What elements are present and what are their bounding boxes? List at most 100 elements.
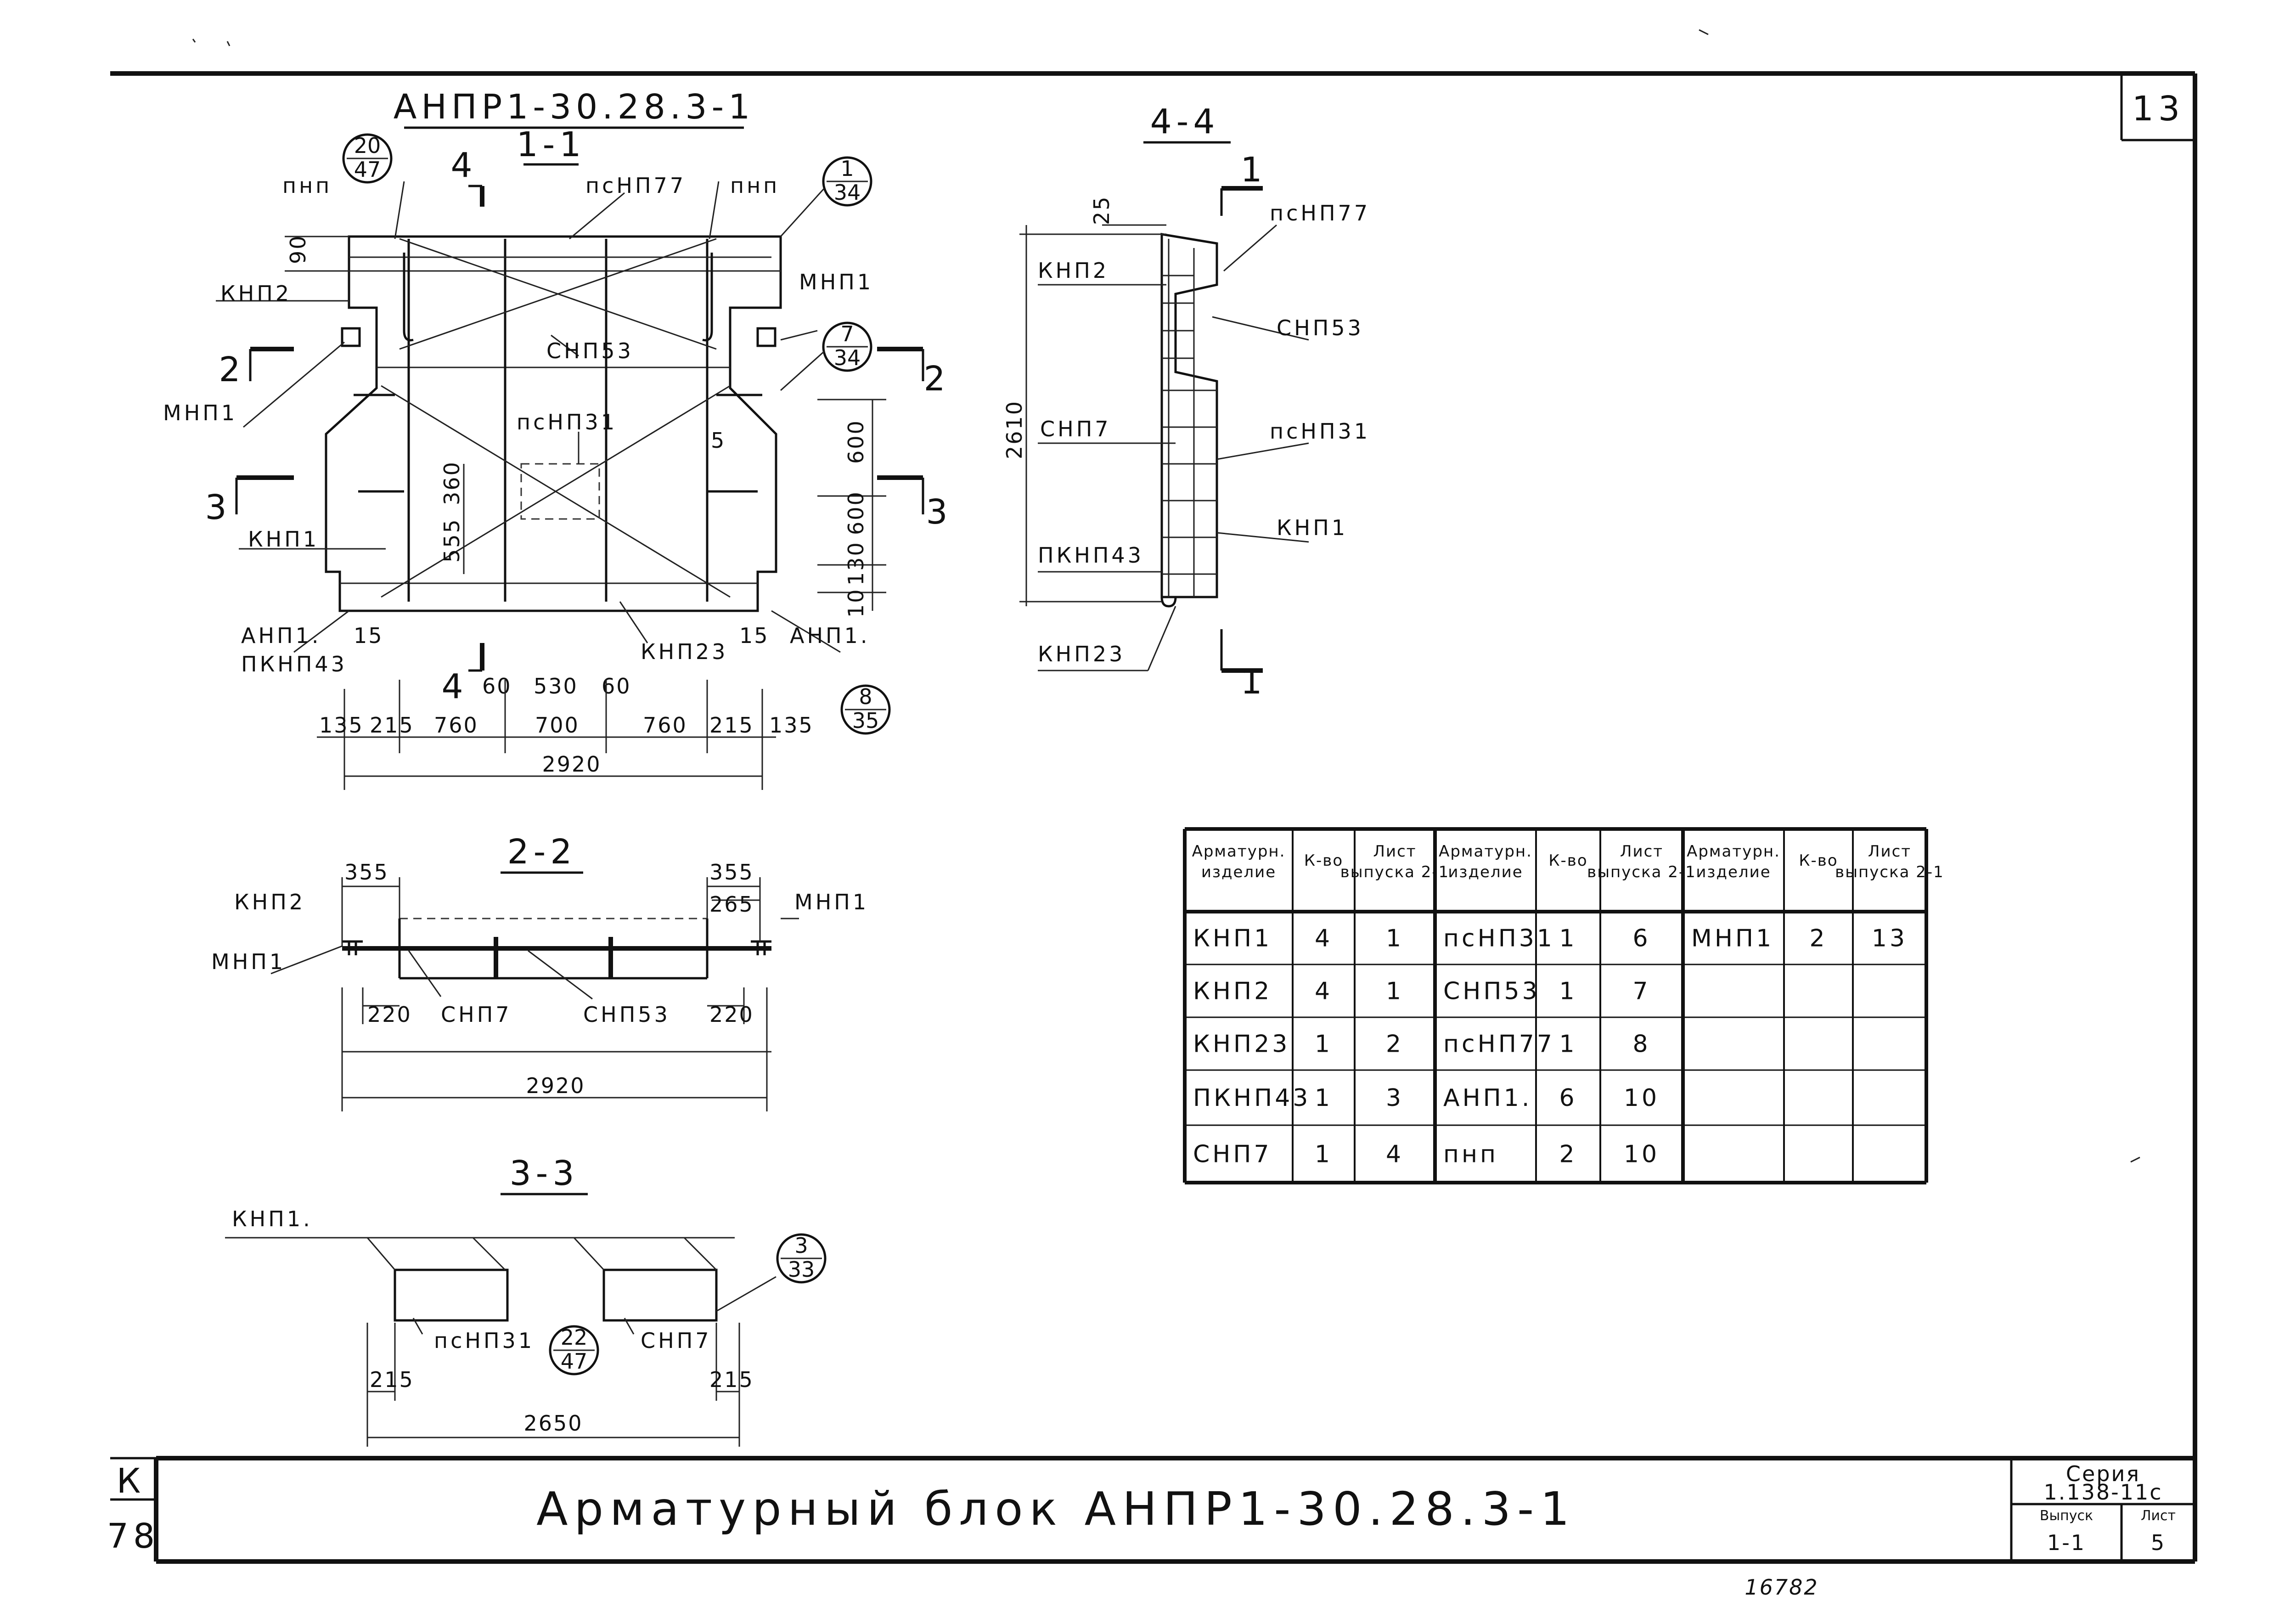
section-mark-2-right: 2 [877, 347, 950, 399]
label-4-4-snp7: СНП7 [1040, 417, 1111, 441]
label-pnp-left: пнп [282, 173, 332, 198]
bubble-20-47: 20 47 [342, 133, 393, 184]
svg-text:1: 1 [1240, 662, 1266, 702]
stamp-sheet-label: Лист [2141, 1508, 2176, 1524]
dim-555: 555 [439, 518, 464, 563]
section-title-1-1: 1-1 [517, 125, 586, 164]
dim-2-2-355-left: 355 [344, 860, 389, 885]
dim-60-left: 60 [482, 674, 512, 699]
table-header-cell: выпуска 2-1 [1835, 863, 1944, 881]
table-cell: 6 [1632, 925, 1650, 953]
label-4-4-knp2: КНП2 [1038, 258, 1109, 283]
dim-135-left: 135 [319, 713, 364, 738]
svg-text:2: 2 [219, 350, 245, 389]
svg-text:7: 7 [840, 321, 854, 346]
section-mark-4-top: 4 [450, 146, 484, 207]
table-cell: 1 [1315, 1141, 1333, 1168]
section-mark-4-bottom: 4 [441, 643, 484, 706]
label-4-4-psnp31: псНП31 [1270, 419, 1370, 444]
dim-15-right: 15 [739, 623, 769, 648]
label-4-4-knp1: КНП1 [1277, 515, 1348, 540]
label-3-3-knp1: КНП1. [232, 1206, 313, 1231]
dim-15-left: 15 [354, 623, 383, 648]
table-cell: 3 [1386, 1084, 1404, 1112]
table-cell: 4 [1315, 978, 1333, 1005]
table-cell: пнп [1443, 1141, 1498, 1168]
table-cell: 2 [1386, 1031, 1404, 1058]
dim-90: 90 [286, 234, 310, 264]
svg-text:3: 3 [794, 1233, 808, 1258]
label-3-3-snp7: СНП7 [641, 1328, 712, 1353]
bubble-8-35: 8 35 [840, 684, 891, 735]
dim-760-left: 760 [434, 713, 478, 738]
label-4-4-knp23: КНП23 [1038, 642, 1125, 666]
table-cell: КНП1 [1193, 925, 1272, 953]
archive-number: 16782 [1745, 1575, 1818, 1600]
table-cell: 2 [1809, 925, 1827, 953]
table-header-cell: изделие [1201, 863, 1276, 881]
svg-text:22: 22 [561, 1325, 588, 1350]
table-cell: 4 [1386, 1141, 1404, 1168]
label-psnp31: псНП31 [517, 410, 617, 434]
table-cell: ПКНП43 [1193, 1084, 1311, 1112]
svg-text:33: 33 [788, 1257, 815, 1282]
dim-2-2-total: 2920 [526, 1073, 585, 1098]
section-mark-3-right: 3 [877, 475, 948, 532]
dim-3-3-215-left: 215 [370, 1367, 414, 1392]
table-header-cell: Арматурн. [1439, 842, 1532, 861]
view-3-3: 3-3 3 33 [225, 1154, 827, 1447]
dim-2-2-265: 265 [709, 892, 754, 917]
table-header-cell: выпуска 2-1 [1587, 863, 1696, 881]
dim-25: 25 [1089, 195, 1114, 225]
section-mark-3-left: 3 [205, 475, 294, 527]
svg-text:4: 4 [450, 146, 477, 185]
dim-2-2-220-left: 220 [367, 1002, 412, 1027]
view-4-4: 4-4 1 1 [1002, 102, 1370, 702]
label-4-4-psnp77: псНП77 [1270, 201, 1370, 225]
table-cell: 8 [1632, 1031, 1650, 1058]
dim-3-3-215-right: 215 [709, 1367, 754, 1392]
table-header-cell: К-во [1304, 851, 1343, 870]
dim-5: 5 [711, 428, 726, 453]
section-title-3-3: 3-3 [510, 1154, 579, 1193]
section-title-2-2: 2-2 [507, 832, 577, 872]
table-header-cell: Арматурн. [1687, 842, 1780, 861]
svg-text:34: 34 [834, 180, 861, 205]
table-cell: 1 [1315, 1084, 1333, 1112]
svg-text:8: 8 [859, 684, 872, 709]
dim-760-right: 760 [643, 713, 687, 738]
scan-specks [192, 29, 2140, 1163]
table-cell: 1 [1386, 978, 1404, 1005]
table-cell: 1 [1315, 1031, 1333, 1058]
label-knp1: КНП1 [248, 527, 319, 552]
label-knp2: КНП2 [220, 281, 292, 306]
table-cell: 4 [1315, 925, 1333, 953]
svg-text:2: 2 [923, 359, 950, 399]
table-cell: 1 [1559, 925, 1577, 953]
table-cell: псНП31 [1443, 925, 1555, 953]
dim-10: 10 [844, 588, 868, 618]
svg-text:4: 4 [441, 667, 467, 706]
dim-2610: 2610 [1002, 400, 1027, 459]
table-cell: КНП2 [1193, 978, 1272, 1005]
label-2-2-knp2: КНП2 [234, 890, 305, 914]
table-cell: 7 [1632, 978, 1650, 1005]
label-pknp43: ПКНП43 [241, 652, 347, 676]
table-cell: СНП7 [1193, 1141, 1272, 1168]
label-mnp1-left: МНП1 [163, 400, 237, 425]
label-2-2-mnp1-left: МНП1 [211, 949, 286, 974]
table-cell: 1 [1559, 1031, 1577, 1058]
bubble-1-34: 1 34 [780, 156, 872, 237]
table-cell: 1 [1386, 925, 1404, 953]
corner-number: 78 [107, 1516, 159, 1556]
stamp-series-value: 1.138-11с [2043, 1480, 2162, 1505]
svg-text:47: 47 [354, 157, 381, 182]
dim-360: 360 [439, 461, 464, 505]
label-knp23: КНП23 [641, 639, 728, 664]
label-psnp77: псНП77 [585, 173, 686, 198]
label-snp53: СНП53 [546, 338, 634, 363]
svg-text:35: 35 [852, 708, 879, 733]
title-stamp: Серия 1.138-11с Выпуск 1-1 Лист 5 [2040, 1461, 2176, 1555]
table-header-cell: выпуска 2-1 [1340, 863, 1450, 881]
